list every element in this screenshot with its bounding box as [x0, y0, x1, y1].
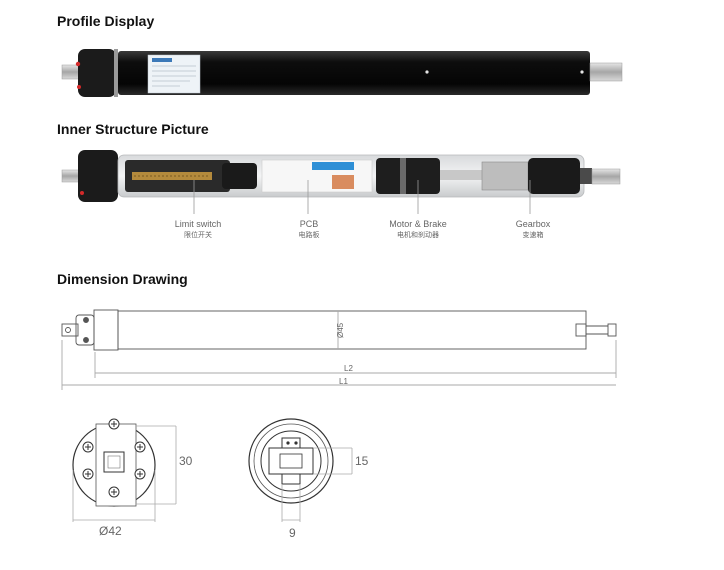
profile-display-title: Profile Display: [57, 13, 155, 29]
part-label-cn: 电机和刹动器: [397, 230, 439, 239]
tube-diameter-label: Ø45: [336, 322, 345, 338]
gearbox-part: [481, 161, 529, 191]
part-label-en: PCB: [300, 219, 319, 229]
l2-label: L2: [344, 364, 353, 373]
crown-end-view: [248, 418, 353, 522]
inner-head-cap: [78, 150, 118, 202]
crown-width-label: 9: [289, 526, 296, 540]
head-height-label: 30: [179, 454, 193, 468]
profile-motor: [61, 49, 623, 97]
part-label-cn: 电路板: [299, 230, 320, 239]
motor-brake-part: [376, 158, 440, 194]
profile-red-dot: [75, 61, 81, 67]
head-end-view: [72, 418, 177, 522]
side-view-drawing: [61, 309, 617, 390]
part-label-en: Limit switch: [175, 219, 222, 229]
part-label-cn: 限位开关: [184, 230, 212, 239]
part-label-en: Motor & Brake: [389, 219, 447, 229]
dimension-drawing-title: Dimension Drawing: [57, 271, 188, 287]
part-label-cn: 变速箱: [523, 230, 544, 239]
profile-shaft-right: [589, 62, 623, 82]
part-label-en: Gearbox: [516, 219, 551, 229]
crown-height-label: 15: [355, 454, 369, 468]
inner-structure-title: Inner Structure Picture: [57, 121, 209, 137]
inner-motor: [61, 150, 621, 202]
profile-head-cap: [78, 49, 116, 97]
head-diameter-label: Ø42: [99, 524, 122, 538]
l1-label: L1: [339, 377, 348, 386]
profile-tube: [118, 51, 590, 95]
